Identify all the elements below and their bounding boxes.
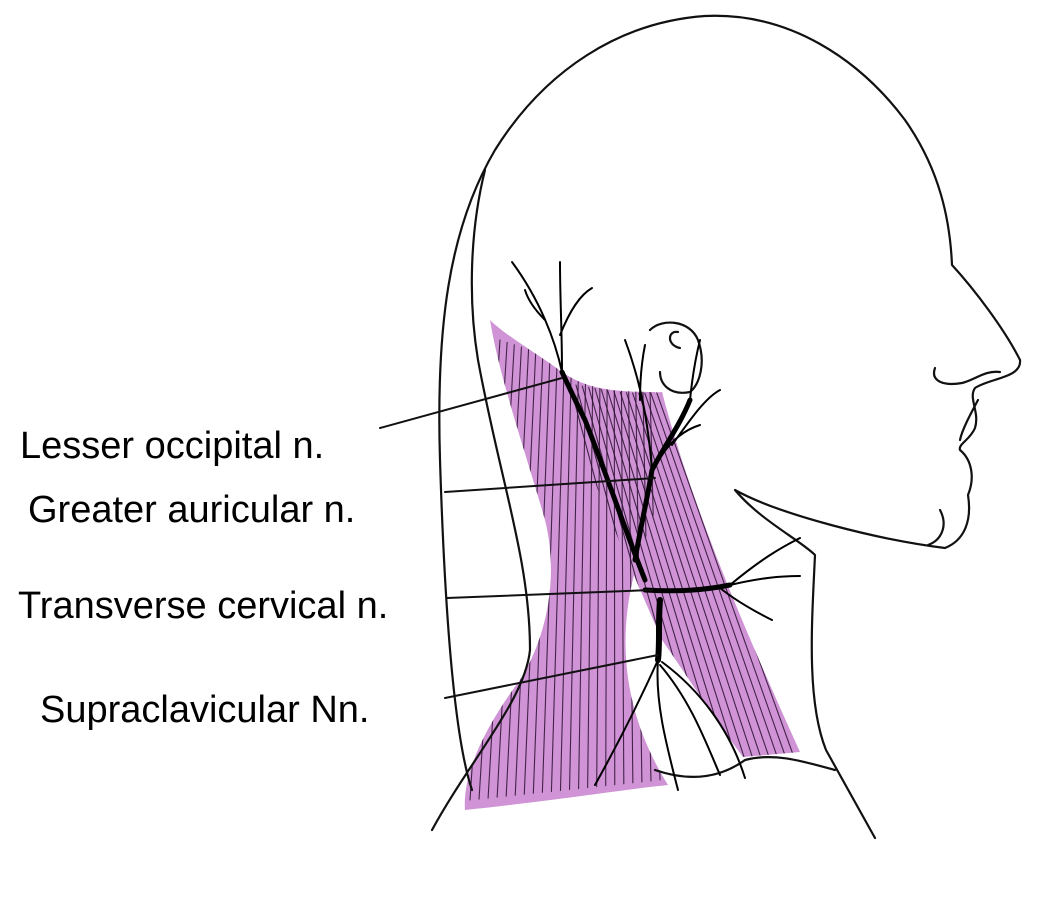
label-transverse-cervical: Transverse cervical n. (18, 585, 388, 627)
shoulder-line (655, 757, 835, 777)
labels: Lesser occipital n. Greater auricular n.… (18, 425, 388, 731)
label-lesser-occipital: Lesser occipital n. (20, 425, 324, 467)
label-supraclavicular: Supraclavicular Nn. (40, 689, 369, 731)
label-greater-auricular: Greater auricular n. (28, 489, 355, 531)
ear (650, 323, 702, 393)
supraclavicular-nerve-trunk (658, 600, 660, 660)
ear-canal (670, 332, 680, 348)
chin (928, 510, 944, 545)
